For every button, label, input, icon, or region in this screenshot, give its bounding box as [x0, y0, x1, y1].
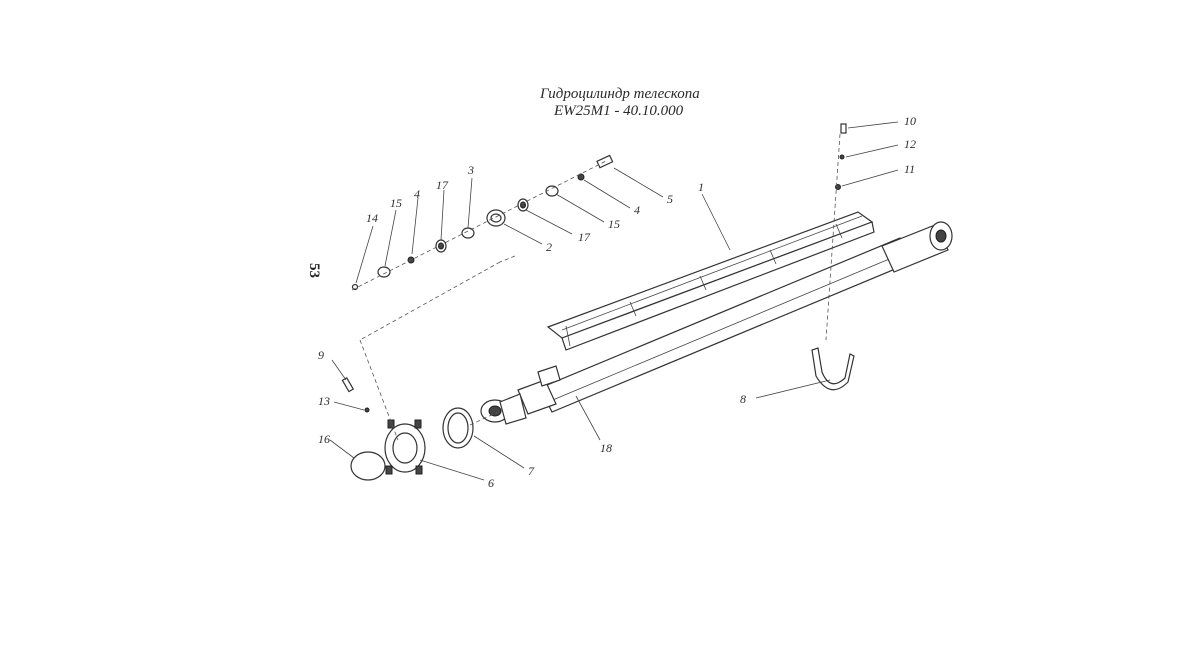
part-18-cylinder: [480, 221, 953, 425]
callout-17-left: 17: [436, 178, 448, 192]
callout-15-left: 15: [390, 196, 402, 210]
callout-4-right: 4: [634, 203, 640, 217]
callout-4-left: 4: [414, 187, 420, 201]
callout-17-right: 17: [578, 230, 590, 244]
parts-lower-group: [341, 255, 516, 481]
callout-13: 13: [318, 394, 330, 408]
callout-8: 8: [740, 392, 746, 406]
diagram-title: Гидроцилиндр телескопа EW25M1 - 40.10.00…: [540, 86, 740, 120]
callout-6: 6: [488, 476, 494, 490]
part-1-frame: [546, 211, 875, 351]
part-8-hook: [811, 347, 855, 391]
callout-9: 9: [318, 348, 324, 362]
callout-3: 3: [468, 163, 474, 177]
leader-lines: [329, 121, 899, 481]
parts-10-12-11-fasteners: [825, 123, 847, 341]
callout-15-right: 15: [608, 217, 620, 231]
title-line-2: EW25M1 - 40.10.000: [554, 103, 684, 119]
callout-10: 10: [904, 114, 916, 128]
title-line-1: Гидроцилиндр телескопа: [540, 86, 700, 102]
seal-kit-upper: [351, 154, 614, 291]
callout-5: 5: [667, 192, 673, 206]
callout-11: 11: [904, 162, 916, 176]
callout-18: 18: [600, 441, 612, 455]
callout-7: 7: [528, 464, 534, 478]
callout-14: 14: [366, 211, 378, 225]
callout-2: 2: [546, 240, 552, 254]
callout-16: 16: [318, 432, 330, 446]
callout-12: 12: [904, 137, 916, 151]
callout-1: 1: [698, 180, 704, 194]
